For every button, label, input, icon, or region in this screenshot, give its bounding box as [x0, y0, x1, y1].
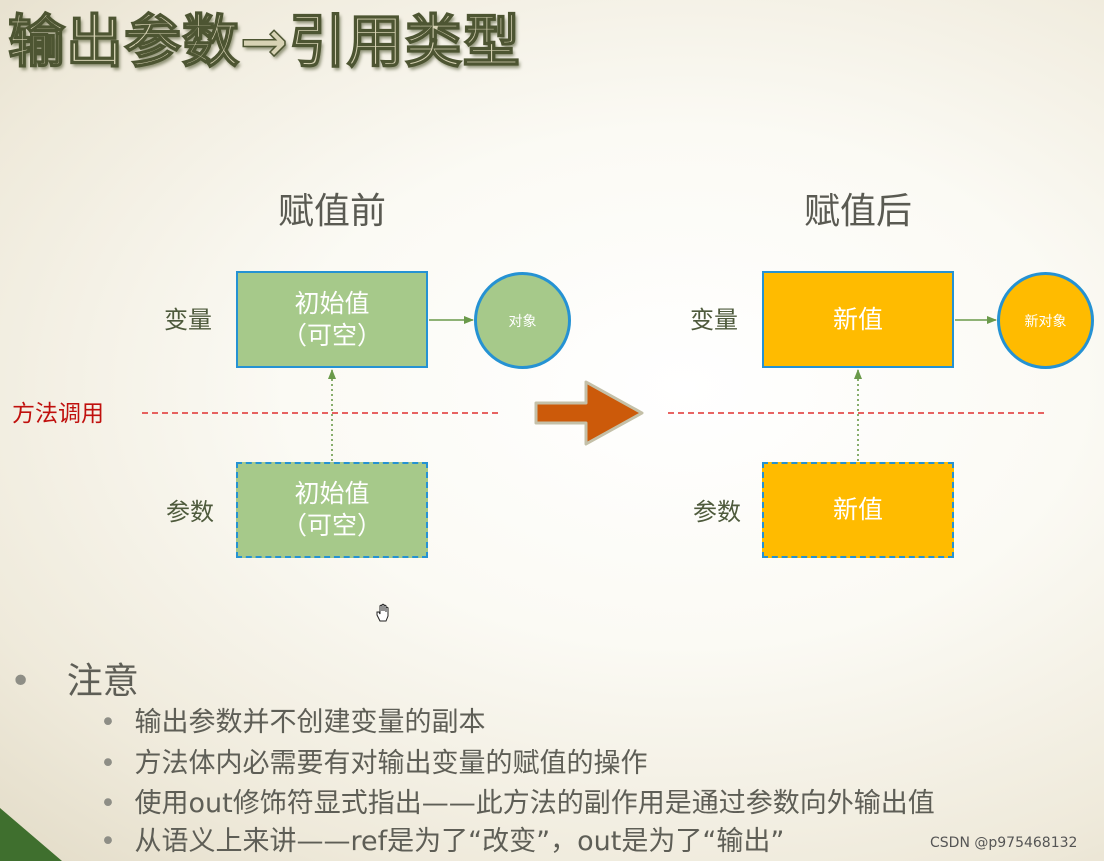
- notes-heading: 注意: [66, 661, 139, 702]
- after-parameter-box: 新值: [762, 462, 954, 558]
- note-item-text: 输出参数并不创建变量的副本: [134, 707, 486, 738]
- note-item-text: 使用out修饰符显式指出——此方法的副作用是通过参数向外输出值: [134, 788, 935, 819]
- note-item-text: 方法体内必需要有对输出变量的赋值的操作: [134, 748, 648, 779]
- before-heading: 赋值前: [277, 191, 386, 232]
- after-parameter-box-text: 新值: [832, 495, 883, 524]
- before-variable-label: 变量: [164, 306, 212, 334]
- notes-heading-row: • 注意: [10, 660, 139, 704]
- before-variable-box-line1: 初始值: [294, 288, 370, 318]
- bullet-dot: •: [100, 788, 116, 819]
- after-variable-box: 新值: [762, 271, 954, 368]
- before-object-label: 对象: [508, 313, 537, 330]
- method-call-label: 方法调用: [12, 401, 104, 427]
- note-item-text: 从语义上来讲——ref是为了“改变”，out是为了“输出”: [134, 826, 785, 857]
- before-parameter-box-line1: 初始值: [294, 479, 370, 508]
- corner-decoration: [0, 808, 62, 861]
- after-heading: 赋值后: [803, 191, 912, 232]
- before-parameter-label: 参数: [166, 498, 214, 526]
- bullet-dot: •: [100, 707, 116, 738]
- bullet-dot: •: [100, 748, 116, 779]
- before-variable-box-line2: （可空）: [281, 320, 382, 350]
- note-item: • 输出参数并不创建变量的副本: [100, 705, 486, 741]
- note-item: • 从语义上来讲——ref是为了“改变”，out是为了“输出”: [100, 824, 784, 860]
- slide-title: 输出参数→引用类型: [7, 8, 521, 76]
- after-object-circle: 新对象: [997, 272, 1094, 369]
- before-parameter-box: 初始值 （可空）: [236, 462, 428, 558]
- bullet-dot: •: [100, 826, 116, 857]
- after-object-label: 新对象: [1024, 313, 1067, 330]
- hand-cursor-icon: [376, 603, 389, 622]
- after-parameter-label: 参数: [693, 498, 741, 526]
- after-variable-box-text: 新值: [832, 304, 883, 334]
- watermark: CSDN @p975468132: [930, 835, 1078, 851]
- before-object-circle: 对象: [474, 272, 571, 369]
- note-item: • 方法体内必需要有对输出变量的赋值的操作: [100, 746, 648, 782]
- note-item: • 使用out修饰符显式指出——此方法的副作用是通过参数向外输出值: [100, 786, 935, 822]
- bullet-dot: •: [10, 661, 32, 702]
- after-variable-label: 变量: [690, 306, 738, 334]
- transition-arrow: [534, 380, 644, 446]
- before-variable-box: 初始值 （可空）: [236, 271, 428, 368]
- before-parameter-box-line2: （可空）: [281, 511, 382, 540]
